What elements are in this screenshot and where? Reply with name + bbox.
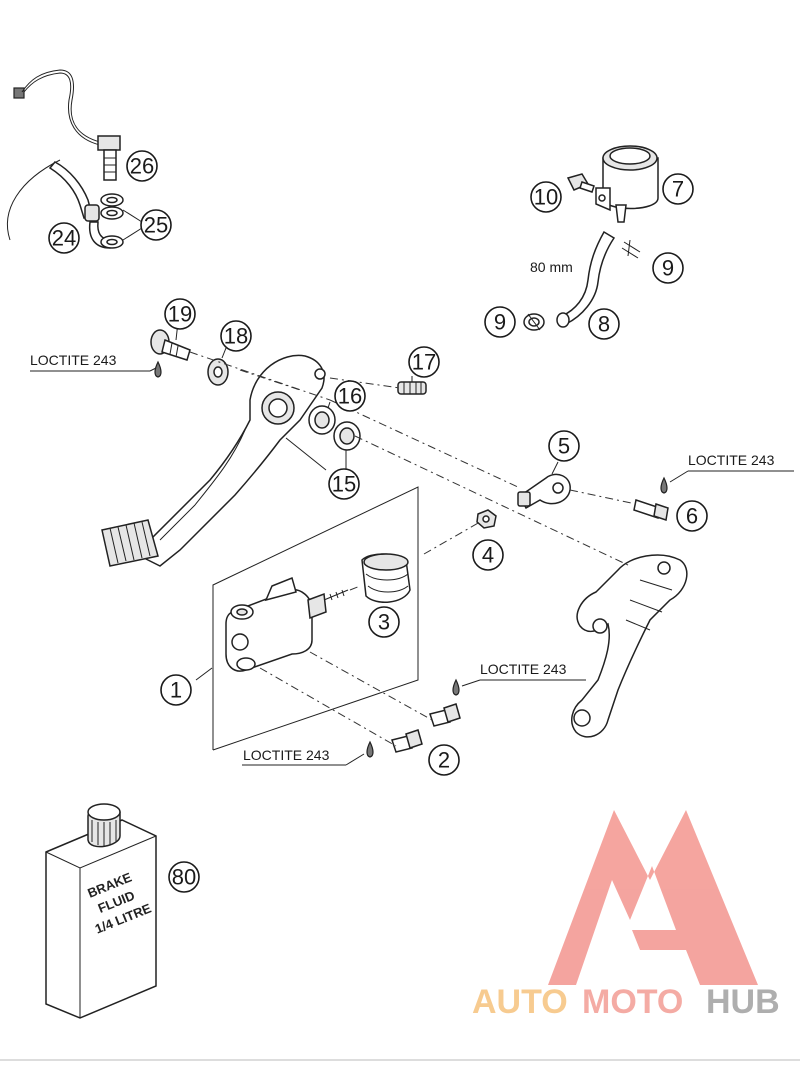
loctite-drop-4 xyxy=(366,740,374,758)
svg-text:7: 7 xyxy=(672,177,684,202)
brake-light-switch-cable xyxy=(13,69,121,181)
svg-text:9: 9 xyxy=(662,256,674,281)
svg-text:10: 10 xyxy=(534,185,558,210)
callout-7: 7 xyxy=(662,173,694,205)
master-cylinder-box xyxy=(212,486,419,751)
callout-18: 18 xyxy=(220,320,252,352)
fluid-reservoir xyxy=(595,145,659,223)
brake-fluid-bottle: BRAKE FLUID 1/4 LITRE xyxy=(45,803,157,1019)
loctite-drop-2 xyxy=(660,476,668,494)
svg-text:4: 4 xyxy=(482,543,494,568)
return-spring xyxy=(397,381,427,395)
cylinder-bolt-lower xyxy=(391,729,423,753)
callout-80: 80 xyxy=(168,861,200,893)
reservoir-screw xyxy=(566,173,595,193)
hose-clip-lower xyxy=(523,313,545,331)
leader-lines xyxy=(30,321,794,766)
pivot-bolt xyxy=(150,329,191,361)
callout-16: 16 xyxy=(334,380,366,412)
svg-text:3: 3 xyxy=(378,610,390,635)
watermark-text-hub: HUB xyxy=(706,983,780,1021)
brake-pedal xyxy=(101,354,326,567)
assembly-lines xyxy=(189,351,637,747)
svg-text:19: 19 xyxy=(168,302,192,327)
svg-text:6: 6 xyxy=(686,504,698,529)
loctite-label-2-lower: LOCTITE 243 xyxy=(243,747,330,763)
loctite-label-2-upper: LOCTITE 243 xyxy=(480,661,567,677)
callout-3: 3 xyxy=(368,606,400,638)
sealing-rings xyxy=(100,193,143,249)
svg-text:18: 18 xyxy=(224,324,248,349)
svg-text:5: 5 xyxy=(558,434,570,459)
callout-8: 8 xyxy=(588,308,620,340)
callout-15: 15 xyxy=(328,468,360,500)
svg-text:16: 16 xyxy=(338,384,362,409)
watermark-logo: AUTO MOTO HUB xyxy=(472,810,780,1021)
cylinder-bolt-upper xyxy=(429,703,461,727)
bearing-lower xyxy=(333,421,361,451)
callout-26: 26 xyxy=(126,150,158,182)
watermark-text-moto: MOTO xyxy=(582,983,683,1021)
svg-text:15: 15 xyxy=(332,472,356,497)
loctite-label-6: LOCTITE 243 xyxy=(688,452,775,468)
logo-mark xyxy=(548,810,758,985)
hose-clip-upper xyxy=(621,239,641,259)
svg-text:2: 2 xyxy=(438,748,450,773)
callout-1: 1 xyxy=(160,674,192,706)
loctite-drop-3 xyxy=(452,678,460,696)
watermark-text-auto: AUTO xyxy=(472,983,568,1021)
hose-length-label: 80 mm xyxy=(530,259,573,275)
loctite-label-19: LOCTITE 243 xyxy=(30,352,117,368)
reservoir-hose xyxy=(556,230,616,328)
callout-9-left: 9 xyxy=(484,306,516,338)
callout-9-right: 9 xyxy=(652,252,684,284)
svg-text:17: 17 xyxy=(412,350,436,375)
loctite-drop-1 xyxy=(154,360,162,378)
callout-4: 4 xyxy=(472,539,504,571)
callout-2: 2 xyxy=(428,744,460,776)
svg-text:80: 80 xyxy=(172,865,196,890)
callout-19: 19 xyxy=(164,298,196,330)
svg-text:1: 1 xyxy=(170,678,182,703)
callout-5: 5 xyxy=(548,430,580,462)
svg-text:24: 24 xyxy=(52,226,76,251)
callout-10: 10 xyxy=(530,181,562,213)
svg-text:25: 25 xyxy=(144,213,168,238)
footrest-bracket xyxy=(570,554,688,738)
rubber-boot xyxy=(361,553,411,603)
callout-24: 24 xyxy=(48,222,80,254)
svg-text:9: 9 xyxy=(494,310,506,335)
svg-text:8: 8 xyxy=(598,312,610,337)
callout-6: 6 xyxy=(676,500,708,532)
callout-25: 25 xyxy=(140,209,172,241)
bearing-upper xyxy=(308,405,336,435)
master-cylinder xyxy=(225,576,349,672)
nut xyxy=(476,509,497,529)
fork-head xyxy=(517,473,571,510)
callout-17: 17 xyxy=(408,346,440,378)
washer xyxy=(207,358,229,386)
fork-bolt xyxy=(633,499,669,521)
svg-text:26: 26 xyxy=(130,154,154,179)
